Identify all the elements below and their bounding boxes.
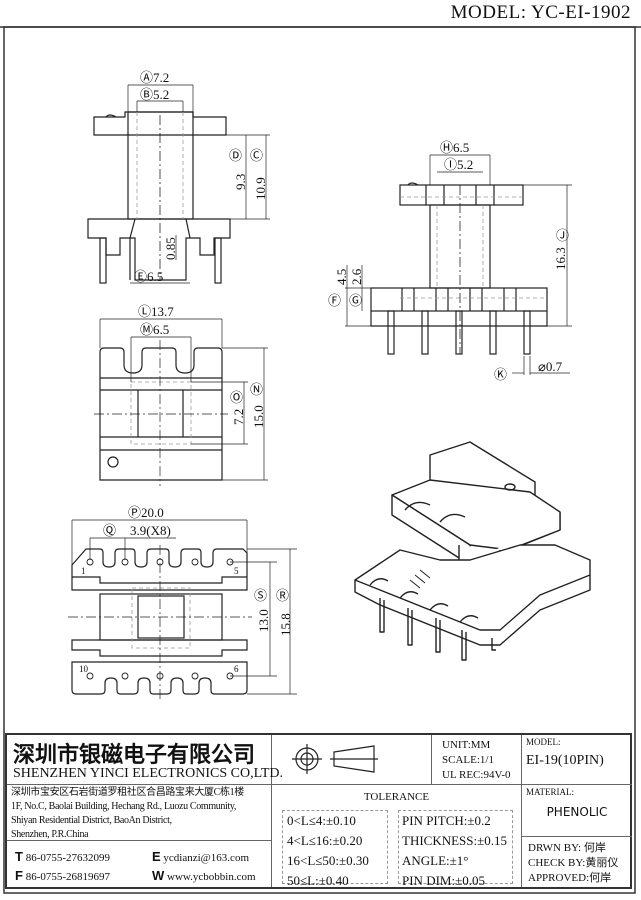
material-cell: MATERIAL: PHENOLIC xyxy=(522,785,632,837)
tolerance-cell: TOLERANCE 0<L≤4:±0.10 4<L≤16:±0.20 16<L≤… xyxy=(272,785,522,888)
dim-p-label: Ⓟ20.0 xyxy=(128,505,164,520)
projection-symbol-cell xyxy=(272,735,432,785)
dim-d-value: 9.3 xyxy=(233,174,248,190)
email-label: E xyxy=(152,849,161,864)
dim-h-label: Ⓗ6.5 xyxy=(440,140,469,155)
dim-a-label: Ⓐ7.2 xyxy=(140,70,169,85)
company-cell: 深圳市银磁电子有限公司 SHENZHEN YINCI ELECTRONICS C… xyxy=(7,735,283,785)
front-view-dimensions: Ⓐ7.2 Ⓑ5.2 Ⓓ Ⓒ 9.3 10.9 0.85 Ⓔ6.5 xyxy=(134,70,268,284)
phone-number: 86-0755-27632099 xyxy=(25,852,111,864)
dim-q-circle: Ⓠ xyxy=(103,523,116,538)
dim-o-circle: Ⓞ xyxy=(230,390,243,405)
contact-cell: T 86-0755-27632099 F 86-0755-26819697 E … xyxy=(7,841,272,887)
approval-cell: DRWN BY: 何岸 CHECK BY:黄丽仪 APPROVED:何岸 xyxy=(522,837,632,887)
dim-j-value: 16.3 xyxy=(553,247,568,270)
pin-label-6: 6 xyxy=(234,664,239,674)
dim-s-value: 13.0 xyxy=(256,609,271,632)
third-angle-projection-icon xyxy=(292,744,378,774)
address-cell: 深圳市宝安区石岩街道罗租社区合昌路宝来大厦C栋1楼 1F, No.C, Baol… xyxy=(7,785,272,841)
web-label: W xyxy=(152,868,165,883)
tolerance-item: PIN DIM:±0.05 xyxy=(402,873,485,888)
pin-label-1: 1 xyxy=(81,566,86,576)
top-view xyxy=(94,318,268,486)
company-name-cn: 深圳市银磁电子有限公司 xyxy=(13,742,256,768)
tolerance-length-list: 0<L≤4:±0.10 4<L≤16:±0.20 16<L≤50:±0.30 5… xyxy=(282,810,388,888)
bottom-view-dimensions: Ⓟ20.0 Ⓠ 3.9(X8) Ⓢ Ⓡ 13.0 15.8 1 5 10 6 xyxy=(79,505,293,674)
dim-f-value: 4.5 xyxy=(334,269,349,285)
tolerance-item: 0<L≤4:±0.10 xyxy=(287,813,356,828)
title-block: 深圳市银磁电子有限公司 SHENZHEN YINCI ELECTRONICS C… xyxy=(5,733,632,889)
dim-f-circle: Ⓕ xyxy=(328,293,341,308)
front-view xyxy=(87,84,270,284)
address-line: 1F, No.C, Baolai Building, Hechang Rd., … xyxy=(11,801,237,812)
tolerance-item: 50≤L:±0.40 xyxy=(287,873,349,888)
tolerance-item: PIN PITCH:±0.2 xyxy=(402,813,491,828)
isometric-view xyxy=(354,441,591,661)
model-label: MODEL: xyxy=(526,737,561,747)
dim-b-label: Ⓑ5.2 xyxy=(140,87,169,102)
top-view-dimensions: Ⓛ13.7 Ⓜ6.5 Ⓞ Ⓝ 7.2 15.0 xyxy=(138,304,266,428)
material-label: MATERIAL: xyxy=(526,787,574,797)
pin-label-10: 10 xyxy=(79,664,89,674)
dim-g-value: 2.6 xyxy=(349,268,364,285)
dim-k-value: ⌀0.7 xyxy=(538,359,563,374)
company-name-en: SHENZHEN YINCI ELECTRONICS CO,LTD. xyxy=(13,766,284,781)
scale-text: SCALE:1/1 xyxy=(442,754,494,766)
address-line: 深圳市宝安区石岩街道罗租社区合昌路宝来大厦C栋1楼 xyxy=(11,787,244,798)
dim-n-circle: Ⓝ xyxy=(250,382,263,397)
approved-by: APPROVED:何岸 xyxy=(528,872,612,884)
bottom-view xyxy=(68,519,297,700)
tolerance-item: THICKNESS:±0.15 xyxy=(402,833,508,848)
fax-number: 86-0755-26819697 xyxy=(25,871,111,883)
dim-o-value: 7.2 xyxy=(231,409,246,425)
website-link[interactable]: www.ycbobbin.com xyxy=(167,871,256,883)
tolerance-title: TOLERANCE xyxy=(363,791,430,803)
dim-m-label: Ⓜ6.5 xyxy=(140,322,169,337)
dim-gap-value: 0.85 xyxy=(163,237,178,260)
dim-g-circle: Ⓖ xyxy=(349,293,362,308)
dim-j-circle: Ⓙ xyxy=(556,228,569,243)
dim-l-label: Ⓛ13.7 xyxy=(138,304,174,319)
dim-c-value: 10.9 xyxy=(253,177,268,200)
dim-n-value: 15.0 xyxy=(251,405,266,428)
side-view xyxy=(345,154,572,375)
drawing-model-number: MODEL: YC-EI-1902 xyxy=(450,2,631,23)
dim-i-label: Ⓘ5.2 xyxy=(444,157,473,172)
dim-r-circle: Ⓡ xyxy=(276,588,289,603)
tolerance-item: ANGLE:±1° xyxy=(402,853,469,868)
dim-r-value: 15.8 xyxy=(278,613,293,636)
ul-text: UL REC:94V-0 xyxy=(442,769,511,781)
address-line: Shenzhen, P.R.China xyxy=(11,829,89,840)
dim-c-circle: Ⓒ xyxy=(250,148,263,163)
tolerance-item: 16<L≤50:±0.30 xyxy=(287,853,369,868)
drawn-by: DRWN BY: 何岸 xyxy=(528,842,606,854)
tolerance-item: 4<L≤16:±0.20 xyxy=(287,833,363,848)
unit-text: UNIT:MM xyxy=(442,739,491,751)
material-value: PHENOLIC xyxy=(546,805,608,819)
model-value: EI-19(10PIN) xyxy=(526,753,604,768)
dim-q-value: 3.9(X8) xyxy=(130,523,171,538)
side-view-dimensions: Ⓗ6.5 Ⓘ5.2 Ⓙ 16.3 4.5 2.6 Ⓕ Ⓖ Ⓚ ⌀0.7 xyxy=(328,140,569,382)
dim-d-circle: Ⓓ xyxy=(229,148,242,163)
checked-by: CHECK BY:黄丽仪 xyxy=(528,857,619,869)
email-link[interactable]: ycdianzi@163.com xyxy=(163,852,249,864)
dim-s-circle: Ⓢ xyxy=(254,588,267,603)
dim-e-label: Ⓔ6.5 xyxy=(134,269,163,284)
pin-label-5: 5 xyxy=(234,566,239,576)
unit-cell: UNIT:MM SCALE:1/1 UL REC:94V-0 xyxy=(432,735,522,785)
tolerance-other-list: PIN PITCH:±0.2 THICKNESS:±0.15 ANGLE:±1°… xyxy=(398,810,513,888)
fax-label: F xyxy=(15,868,23,883)
dim-k-circle: Ⓚ xyxy=(494,367,507,382)
model-cell: MODEL: EI-19(10PIN) xyxy=(522,735,632,785)
address-line: Shiyan Residential District, BaoAn Distr… xyxy=(11,815,172,826)
phone-label: T xyxy=(15,849,23,864)
